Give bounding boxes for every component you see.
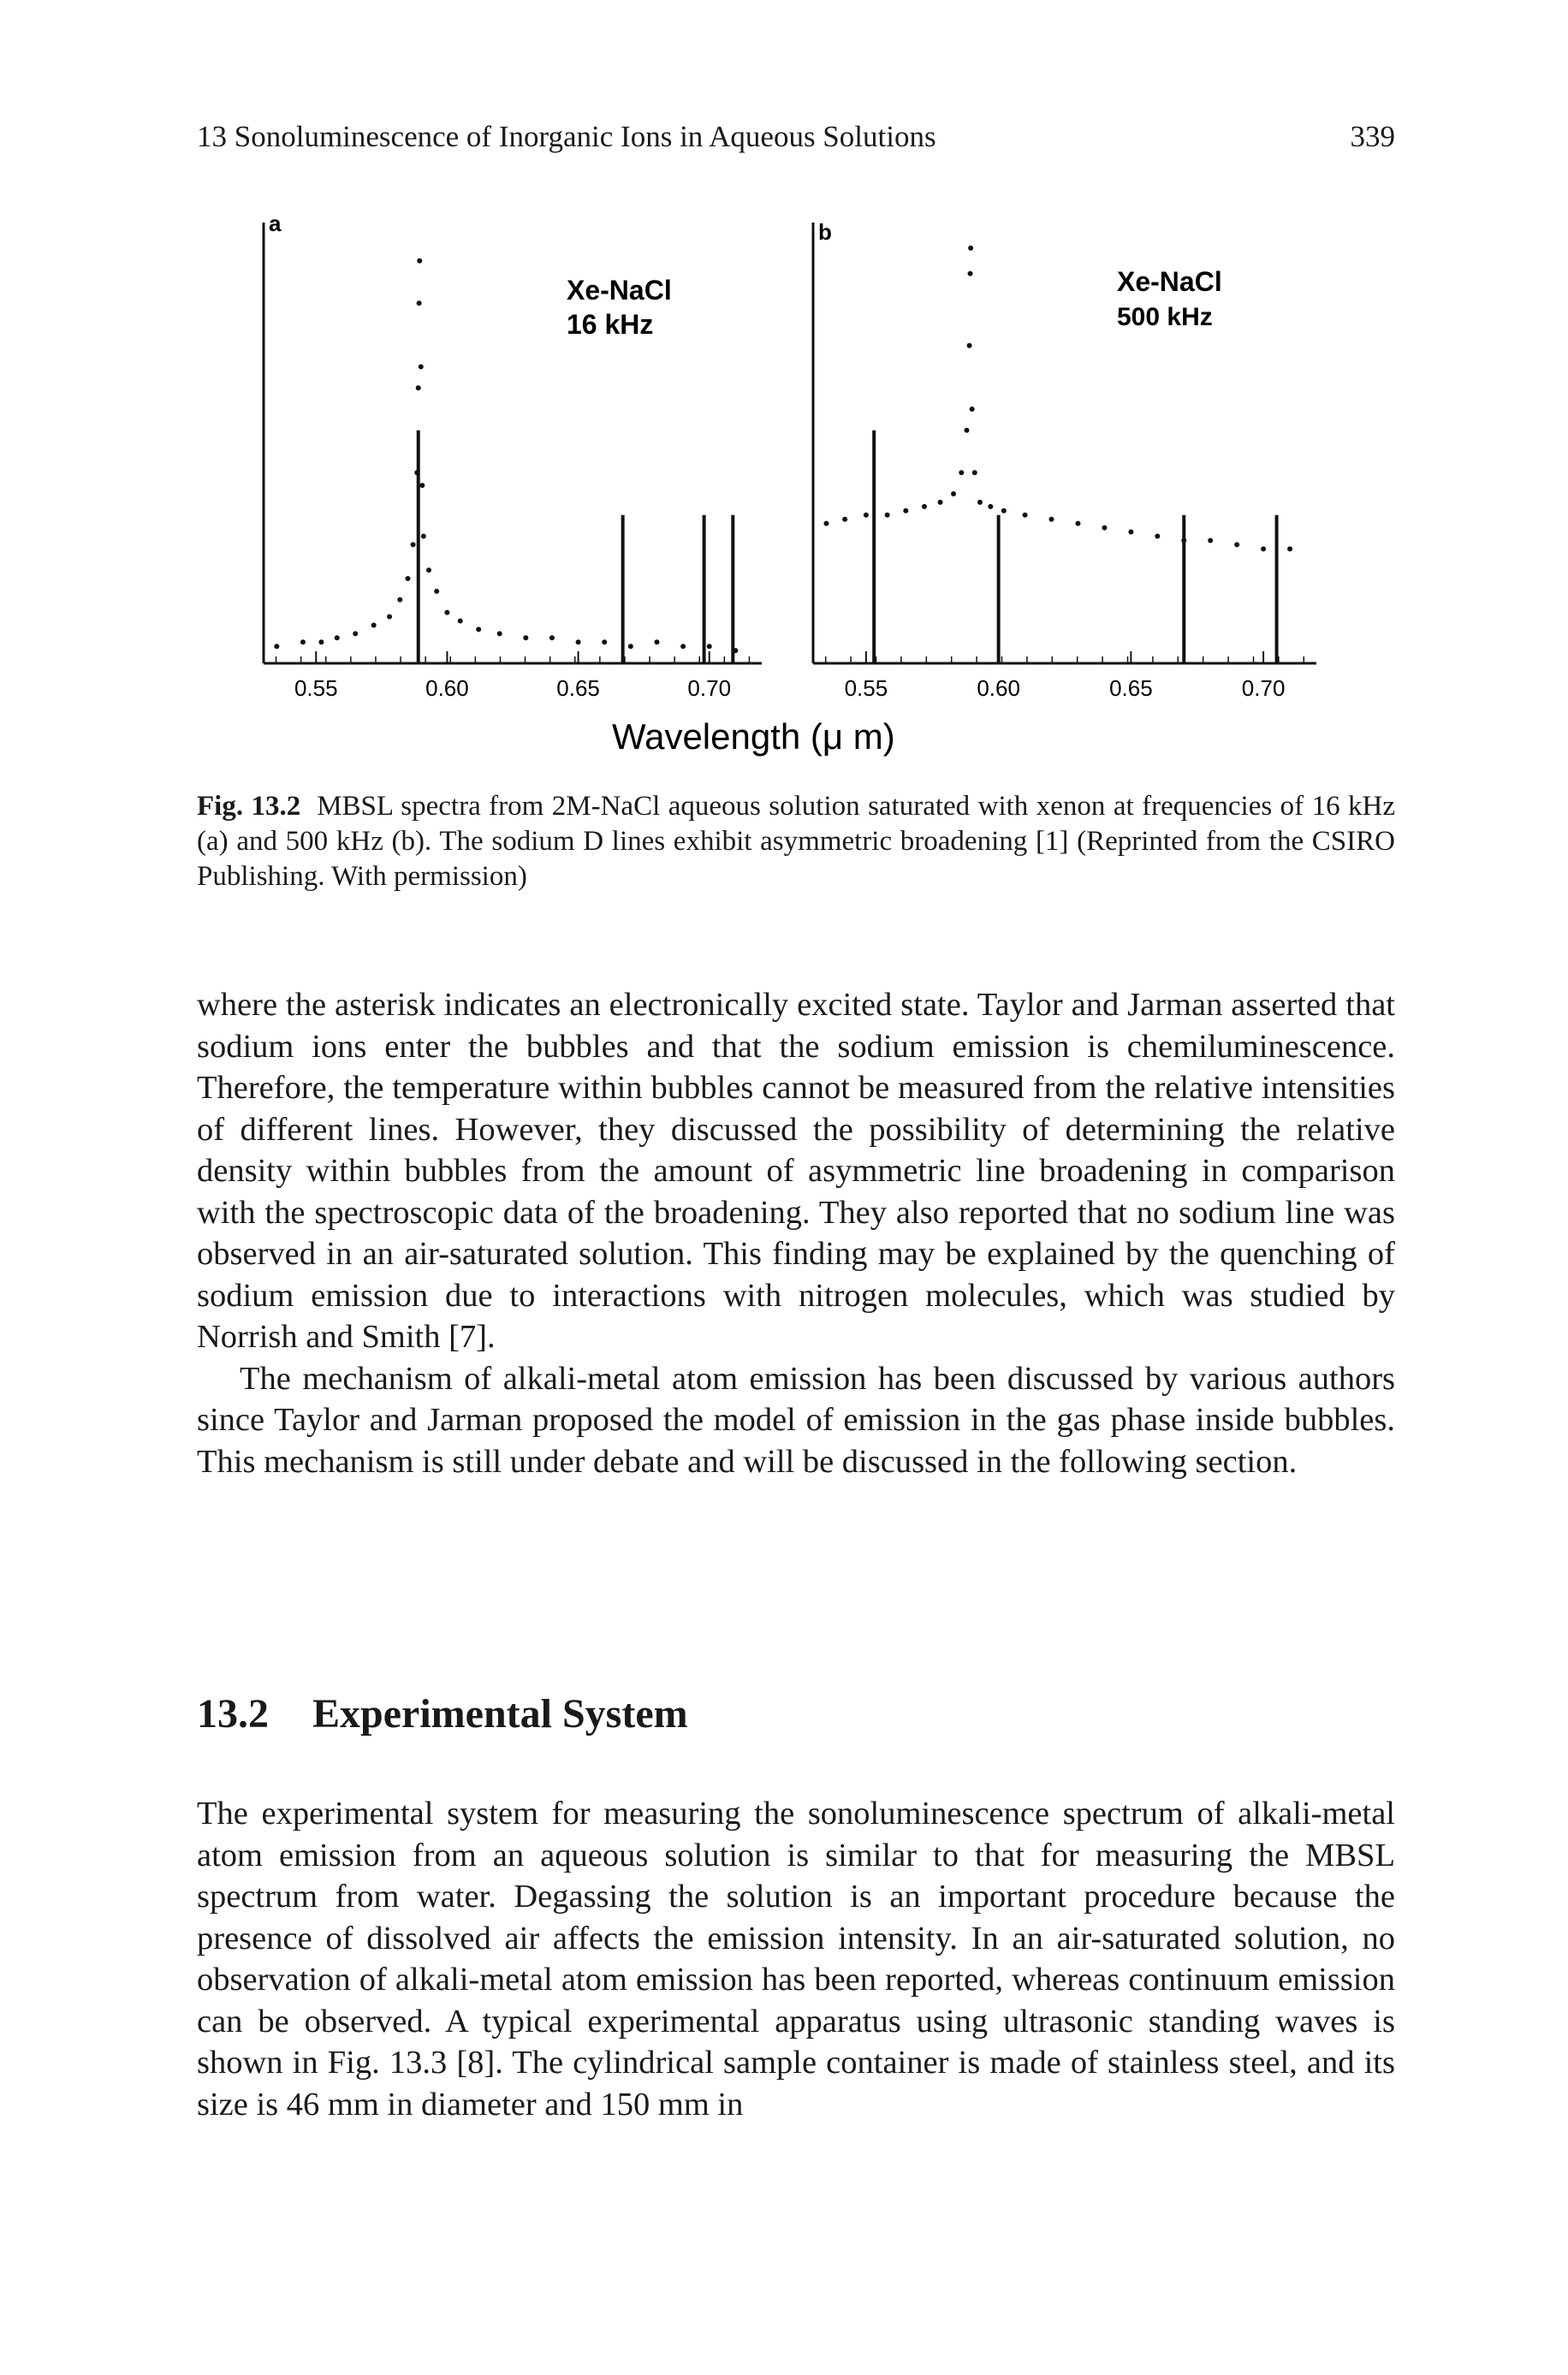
panel-b-data-point [1048,516,1054,522]
panel-a-data-point [417,258,423,264]
x-axis-label: Wavelength (μ m) [612,716,895,757]
panel-a-data-point [371,622,377,628]
panel-b-data-point [988,503,994,509]
panel-a-data-point [476,626,482,632]
panel-a-x-tick-label: 0.60 [425,675,469,701]
chapter-title: 13 Sonoluminescence of Inorganic Ions in… [197,120,936,153]
panel-b-x-tick-label: 0.60 [977,675,1020,701]
panel-b-annotation-line2: 500 kHz [1117,303,1213,331]
panel-a: a Xe-NaCl 16 kHz 0.55 0.60 0.65 0.70 [262,211,762,701]
panel-a-data-point [457,618,463,624]
panel-b-data-point [966,342,972,348]
body-text-lower: The experimental system for measuring th… [197,1793,1395,2125]
panel-a-data-point [387,614,393,620]
panel-b-data-point [863,512,869,518]
page-number: 339 [1350,120,1396,153]
section-number: 13.2 [197,1691,269,1737]
panel-a-x-tick-label: 0.55 [294,675,338,701]
panel-a-data-point [334,635,340,641]
panel-a-data-point [654,639,660,645]
panel-a-data-point [418,364,424,370]
panel-b-data-point [959,470,965,476]
panel-b-data-point [1102,525,1108,531]
panel-b-data-point [1234,542,1240,548]
panel-a-annotation-line1: Xe-NaCl [567,275,672,306]
panel-b-data-point [977,499,983,505]
panel-b-data-point [884,512,890,518]
panel-b-data-point [842,516,848,522]
panel-a-data-point [444,609,450,615]
panel-b-data-point [1022,512,1028,518]
panel-a-data-point [434,588,440,594]
panel-a-data-point [274,644,280,650]
panel-b-annotation-line1: Xe-NaCl [1117,266,1222,297]
panel-b-data-point [1261,546,1267,552]
panel-b-data-point [968,245,974,251]
panel-a-data-point [706,644,712,650]
panel-b-data-point [967,270,973,276]
panel-a-data-point [415,385,421,391]
panel-a-data-point [602,639,608,645]
figure-13-2: a Xe-NaCl 16 kHz 0.55 0.60 0.65 0.70 b Xe-N… [248,205,1344,762]
panel-a-data-point [300,639,306,645]
panel-b-data-point [1208,537,1214,543]
panel-b-data-point [951,491,957,496]
caption-label: Fig. 13.2 [197,791,301,822]
panel-a-data-point [419,483,425,489]
panel-a-data-point [733,648,739,654]
panel-b-data-point [964,427,970,433]
panel-b-data-point [1155,533,1161,539]
panel-b-data-point [1181,537,1187,543]
panel-b-x-tick-label: 0.70 [1242,675,1286,701]
panel-a-data-point [549,635,555,641]
panel-a-x-tick-label: 0.70 [687,675,731,701]
section-title: Experimental System [312,1691,688,1737]
panel-b-data-point [969,407,975,412]
panel-b-data-point [1075,520,1081,526]
panel-b-data-point [1001,508,1007,514]
panel-b-data-point [1287,546,1293,552]
panel-a-data-point [523,635,529,641]
spectra-figure: a Xe-NaCl 16 kHz 0.55 0.60 0.65 0.70 b Xe-N… [262,211,1316,757]
panel-b-data-point [937,499,943,505]
panel-b-data-point [1128,529,1134,535]
panel-a-data-point [575,639,581,645]
panel-b-label: b [818,219,832,245]
panel-a-data-point [353,631,359,637]
panel-b-data-point [823,520,829,526]
panel-b-x-tick-label: 0.55 [845,675,888,701]
running-head: 13 Sonoluminescence of Inorganic Ions in… [197,120,1395,163]
paragraph-2: The mechanism of alkali-metal atom emiss… [197,1360,1395,1480]
panel-a-data-point [405,576,411,581]
panel-a-annotation-line2: 16 kHz [567,309,653,340]
panel-a-label: a [269,211,282,236]
panel-b-data-point [971,470,977,476]
paragraph-1: where the asterisk indicates an electron… [197,987,1395,1355]
figure-caption: Fig. 13.2 MBSL spectra from 2M-NaCl aque… [197,789,1395,894]
panel-a-x-tick-label: 0.65 [556,675,600,701]
caption-text: MBSL spectra from 2M-NaCl aqueous soluti… [197,791,1395,892]
panel-a-data-point [420,533,426,539]
body-text-upper: where the asterisk indicates an electron… [197,984,1395,1482]
panel-a-data-point [414,470,420,476]
panel-a-data-point [397,597,403,603]
panel-a-data-point [627,644,633,650]
paragraph-3: The experimental system for measuring th… [197,1796,1395,2123]
panel-a-data-point [416,300,422,306]
panel-b-data-point [903,508,909,514]
panel-b: b Xe-NaCl 500 kHz 0.55 0.60 0.65 0.70 [811,219,1316,701]
panel-b-x-tick-label: 0.65 [1109,675,1153,701]
panel-b-data-point [921,503,927,509]
panel-a-data-point [425,567,431,573]
section-heading: 13.2 Experimental System [197,1690,1395,1737]
panel-a-data-point [680,644,686,650]
panel-a-data-point [318,639,324,645]
panel-a-data-point [410,542,416,548]
panel-a-data-point [496,631,502,637]
